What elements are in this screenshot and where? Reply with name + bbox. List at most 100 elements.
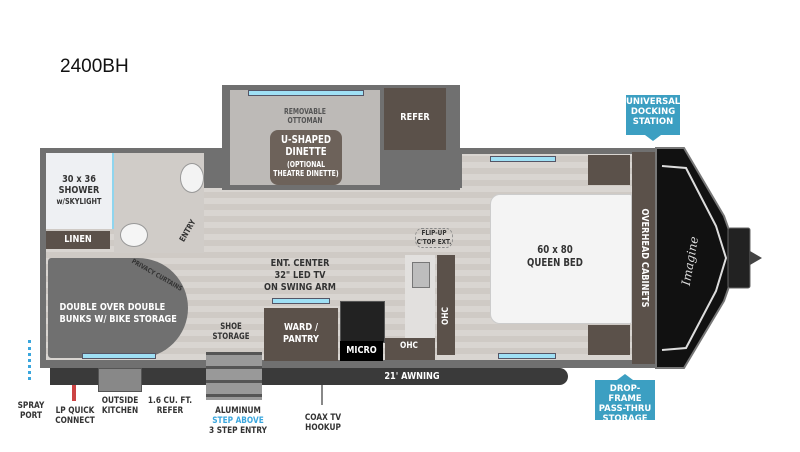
badge-line: STORAGE bbox=[602, 414, 648, 424]
step-above-line: STEP ABOVE bbox=[212, 416, 264, 426]
refer-line: REFER bbox=[156, 406, 184, 416]
bed-line: QUEEN BED bbox=[527, 257, 583, 269]
coax-hookup-icon bbox=[321, 385, 323, 405]
dinette-option-line: (OPTIONAL bbox=[286, 160, 326, 169]
entry-steps bbox=[206, 352, 262, 400]
shower-line: 30 x 36 bbox=[62, 174, 96, 185]
shoe-line: SHOE bbox=[220, 322, 242, 332]
dinette-line: DINETTE bbox=[285, 146, 327, 158]
ohc-bottom-label: OHC bbox=[400, 341, 418, 351]
refer-line: 1.6 CU. FT. bbox=[147, 396, 193, 406]
refer-label: REFER bbox=[400, 112, 430, 123]
stove bbox=[340, 301, 385, 343]
step-line: 3 STEP ENTRY bbox=[209, 426, 267, 436]
shoe-line: STORAGE bbox=[212, 332, 250, 342]
window bbox=[490, 156, 556, 162]
tv bbox=[272, 298, 330, 304]
dinette-table bbox=[270, 130, 342, 185]
ward-line: WARD / bbox=[283, 322, 319, 333]
refer-box bbox=[384, 88, 446, 150]
nightstand bbox=[588, 325, 630, 355]
awning bbox=[50, 368, 568, 385]
spray-port-icon bbox=[28, 340, 41, 380]
overhead-cabinets bbox=[632, 152, 656, 364]
lp-line: LP QUICK bbox=[55, 406, 95, 416]
badge-arrow bbox=[645, 135, 661, 141]
ent-line: ENT. CENTER bbox=[270, 258, 330, 269]
ottoman-line: OTTOMAN bbox=[287, 116, 323, 125]
hitch-jack bbox=[727, 227, 751, 289]
window bbox=[248, 90, 364, 96]
micro-box bbox=[340, 341, 383, 361]
badge-line: PASS-THRU bbox=[598, 404, 652, 414]
ohc-bottom bbox=[385, 338, 435, 360]
kitchen-line: OUTSIDE bbox=[101, 396, 139, 406]
linen-cabinet bbox=[46, 231, 110, 249]
badge-arrow bbox=[617, 374, 633, 380]
micro-label: MICRO bbox=[346, 345, 377, 356]
lp-connect-icon bbox=[72, 385, 76, 401]
bed-line: 60 x 80 bbox=[537, 244, 573, 256]
ottoman-line: REMOVABLE bbox=[283, 107, 327, 116]
outside-kitchen-icon bbox=[98, 368, 142, 392]
badge-line: STATION bbox=[632, 117, 674, 127]
ward-pantry-label: WARD /PANTRY bbox=[272, 322, 329, 346]
bunks-line: BUNKS W/ BIKE STORAGE bbox=[59, 314, 177, 325]
spray-line: PORT bbox=[19, 411, 43, 421]
badge-line: DOCKING bbox=[630, 107, 676, 117]
model-title: 2400BH bbox=[60, 56, 129, 77]
ent-line: 32" LED TV bbox=[274, 270, 326, 281]
ohc-side-label: OHC bbox=[441, 307, 451, 325]
linen-label: LINEN bbox=[64, 234, 92, 245]
flip-line: C'TOP EXT. bbox=[416, 238, 452, 246]
toilet-icon bbox=[120, 223, 148, 247]
front-cap bbox=[655, 147, 762, 369]
bunks-line: DOUBLE OVER DOUBLE bbox=[59, 302, 166, 313]
bunks bbox=[48, 258, 188, 358]
window bbox=[82, 353, 156, 359]
flip-line: FLIP-UP bbox=[421, 229, 447, 237]
step-line: ALUMINUM bbox=[215, 406, 261, 416]
dinette-option-line: THEATRE DINETTE) bbox=[273, 169, 339, 178]
ohc-side bbox=[437, 255, 455, 355]
hitch-coupler bbox=[750, 251, 762, 265]
shower-line: SHOWER bbox=[58, 185, 100, 196]
front-cap-stripe bbox=[661, 165, 728, 351]
lp-line: CONNECT bbox=[55, 416, 95, 426]
dinette-line: U-SHAPED bbox=[281, 134, 331, 146]
awning-label: 21' AWNING bbox=[384, 371, 440, 382]
badge-line: UNIVERSAL bbox=[626, 97, 681, 107]
badge-line: DROP-FRAME bbox=[608, 384, 642, 404]
coax-line: COAX TV bbox=[304, 413, 342, 423]
nightstand bbox=[588, 155, 630, 185]
ward-pantry bbox=[264, 308, 338, 361]
overhead-cabinets-label: OVERHEAD CABINETS bbox=[639, 208, 650, 308]
window bbox=[498, 353, 556, 359]
queen-bed bbox=[490, 194, 632, 324]
kitchen-line: KITCHEN bbox=[101, 406, 139, 416]
coax-line: HOOKUP bbox=[305, 423, 341, 433]
sink-icon bbox=[180, 163, 204, 193]
shower-line: w/SKYLIGHT bbox=[56, 197, 102, 206]
spray-line: SPRAY bbox=[17, 401, 45, 411]
kitchen-sink-icon bbox=[412, 262, 430, 288]
shower bbox=[46, 153, 114, 229]
outside-refer-label: 1.6 CU. FT.REFER bbox=[147, 396, 193, 416]
